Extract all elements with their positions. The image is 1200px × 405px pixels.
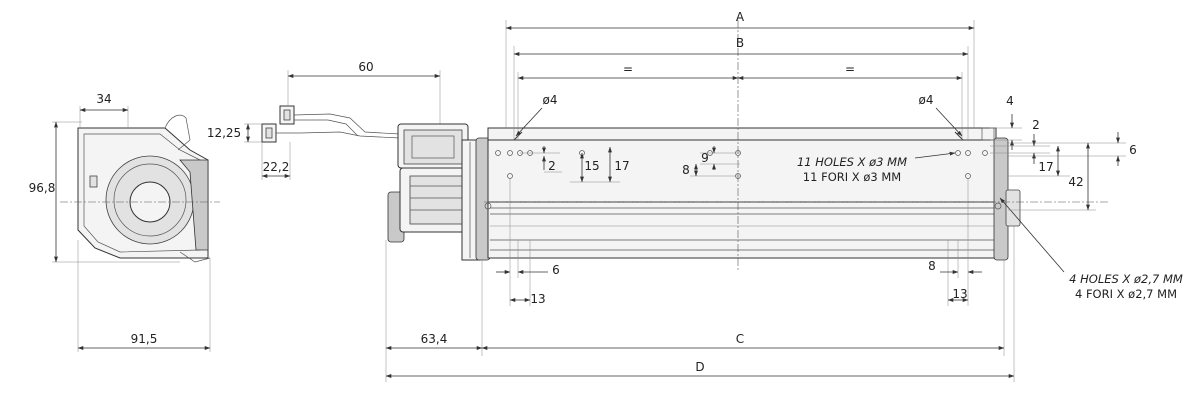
dim-hole-dia-right: ø4 [919,93,934,107]
dim-center-9: 9 [701,151,709,165]
rotor-housing [475,20,1110,270]
dim-A: A [736,10,745,24]
dim-center-8: 8 [682,163,690,177]
dim-left-15: 15 [584,159,599,173]
dim-connector-height: 12,25 [207,126,241,140]
dim-side-width-bottom: 91,5 [131,332,158,346]
dim-right-6: 6 [1129,143,1137,157]
side-view [60,114,220,263]
dim-right-4: 4 [1006,94,1014,108]
right-dimensions: 4 2 6 17 42 [990,94,1137,211]
top-dimensions: A B = = ø4 ø4 [505,10,975,140]
dim-hole-dia-left: ø4 [543,93,558,107]
dim-bottom-right-13: 13 [952,287,967,301]
dim-bottom-left-6: 6 [552,263,560,277]
dim-right-42: 42 [1068,175,1083,189]
dim-left-2: 2 [548,159,556,173]
inner-dimensions: 2 15 17 9 8 [520,146,740,183]
dim-motor-offset: 63,4 [421,332,448,346]
note-holes-4-it: 4 FORI X ø2,7 MM [1075,287,1177,301]
dim-B: B [736,36,744,50]
dim-left-17: 17 [614,159,629,173]
dim-connector-offset: 22,2 [263,160,290,174]
note-holes-4-en: 4 HOLES X ø2,7 MM [1069,272,1183,286]
dim-equal-right: = [845,62,855,76]
connector-cable [261,105,401,143]
dim-right-2: 2 [1032,118,1040,132]
dim-side-height: 96,8 [29,181,56,195]
dim-D: D [695,360,704,374]
dim-cable-length: 60 [358,60,373,74]
dim-right-17: 17 [1038,160,1053,174]
dim-C: C [736,332,744,346]
hole-notes: 11 HOLES X ø3 MM 11 FORI X ø3 MM 4 HOLES… [797,151,1183,301]
bottom-small-dimensions: 6 13 8 13 [496,178,982,306]
note-holes-11-it: 11 FORI X ø3 MM [803,170,901,184]
motor [387,123,481,261]
bottom-overall-dimensions: 63,4 C D [385,226,1015,382]
dim-bottom-right-8: 8 [928,259,936,273]
side-view-dimensions: 34 96,8 91,5 [29,92,211,352]
dim-side-width-top: 34 [96,92,111,106]
dim-bottom-left-13: 13 [530,292,545,306]
dim-equal-left: = [623,62,633,76]
note-holes-11-en: 11 HOLES X ø3 MM [797,155,907,169]
connector-dimensions: 60 12,25 22,2 [207,60,441,180]
